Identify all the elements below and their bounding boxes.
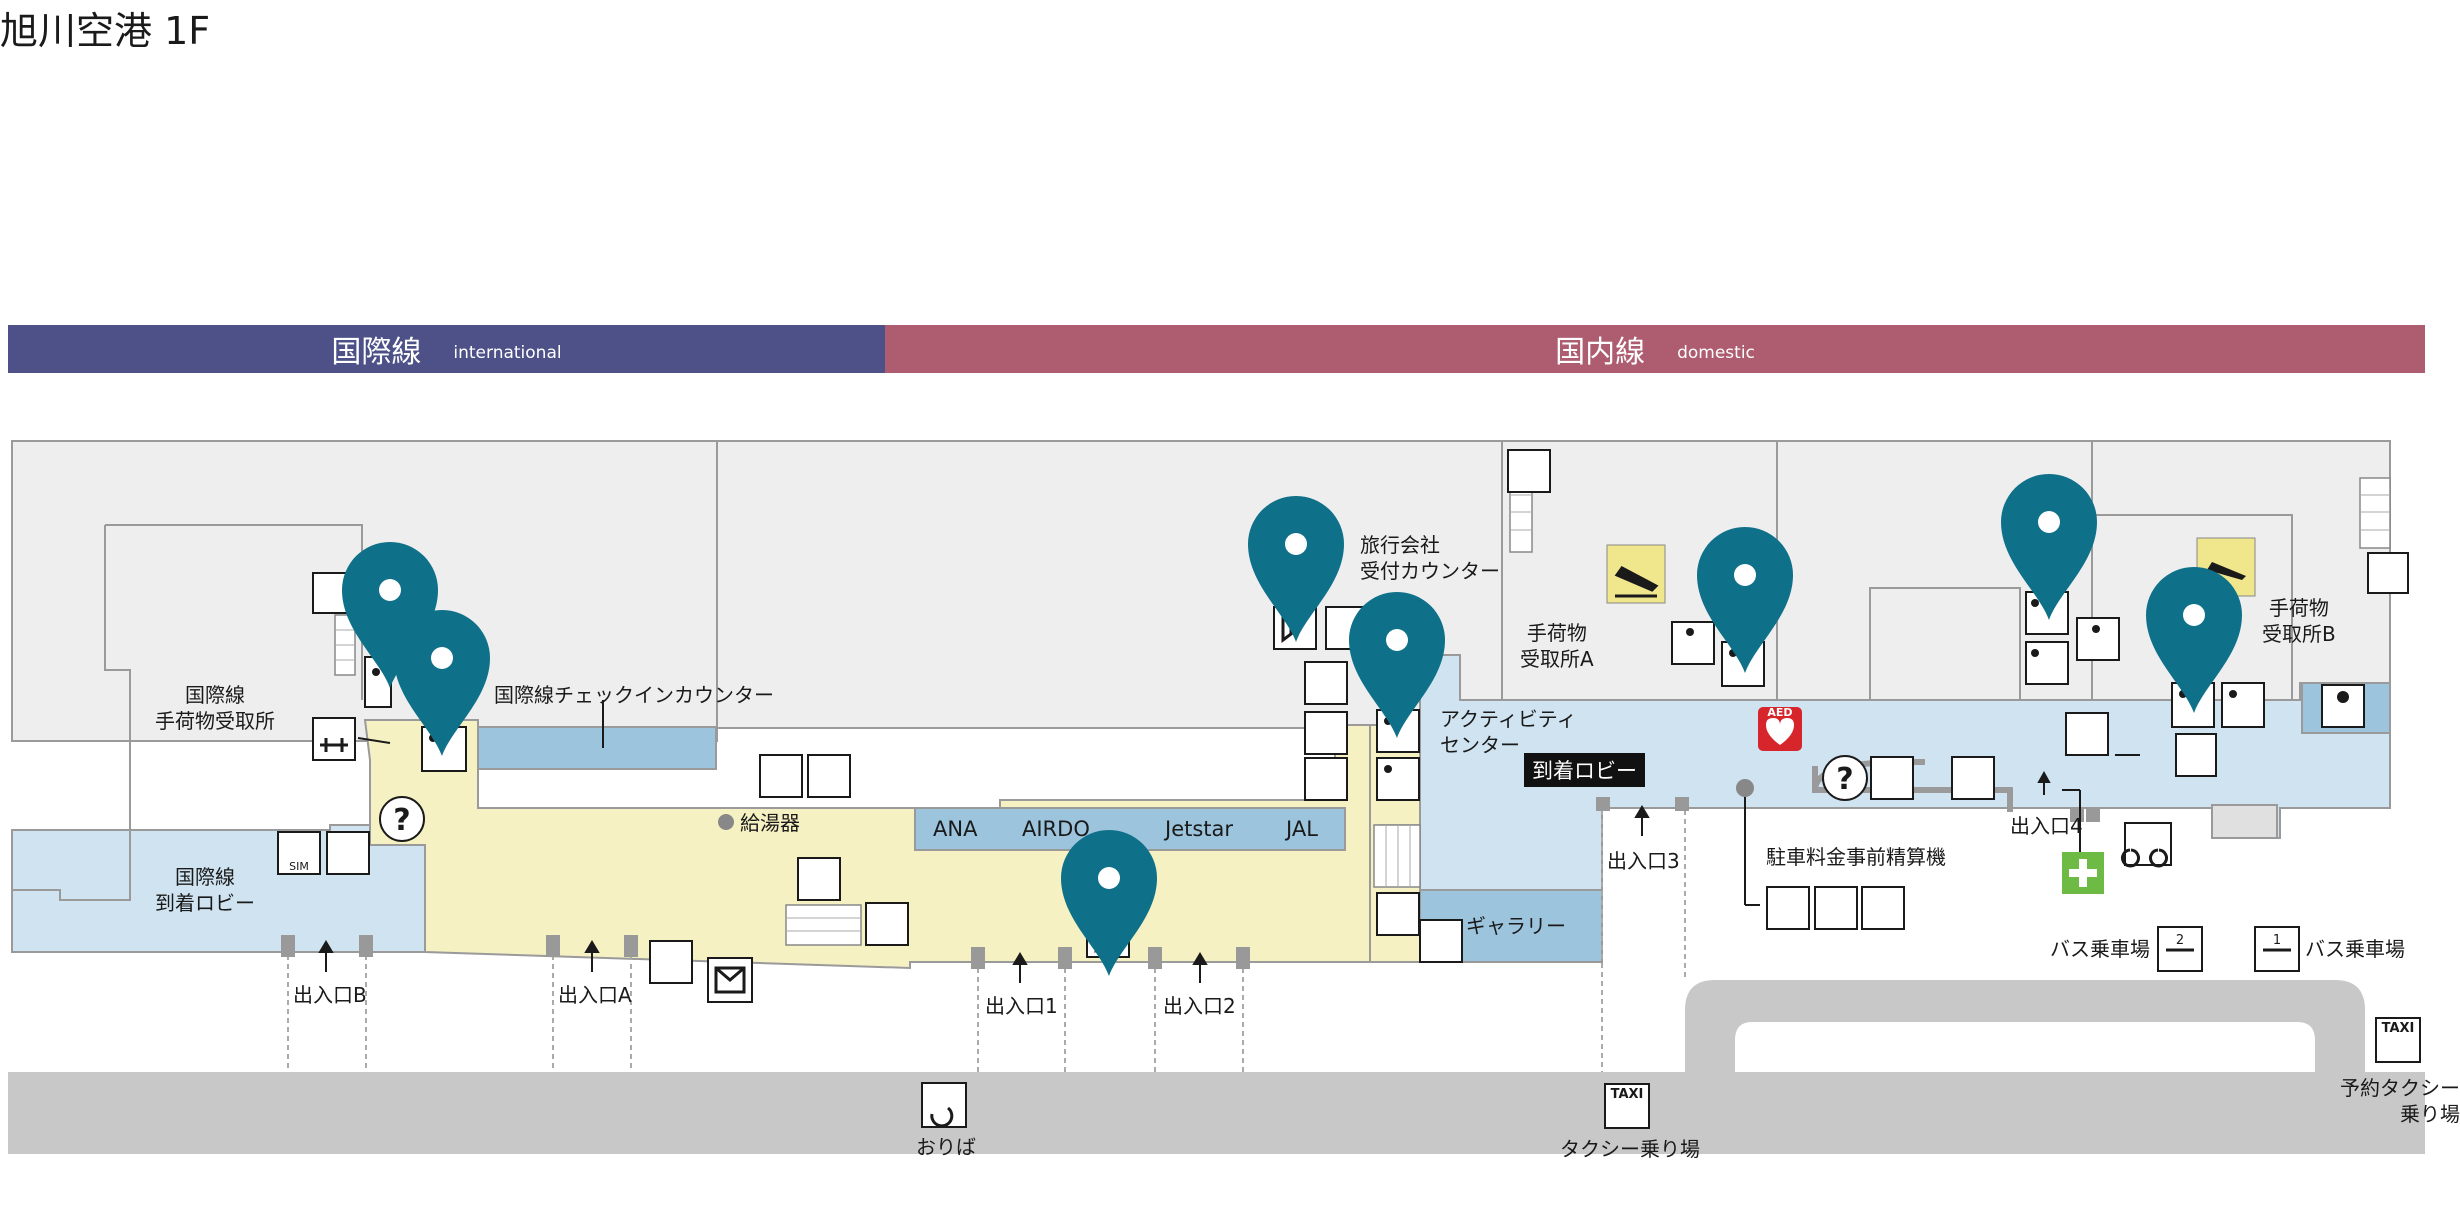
- baby-care-icon: [2065, 712, 2109, 756]
- parking-machine-dot: [1736, 779, 1754, 797]
- currency-icon: [1861, 886, 1905, 930]
- activity-center-label: アクティビティ センター: [1440, 707, 1577, 757]
- gallery-label: ギャラリー: [1466, 914, 1566, 938]
- water-heater-label: 給湯器: [740, 811, 800, 835]
- charging-icon: [1419, 919, 1463, 963]
- bicycle-icon: [2124, 822, 2172, 866]
- smoking-area-icon: [1304, 757, 1348, 801]
- drop-off-label: おりば: [916, 1135, 976, 1159]
- entrance-2-label: 出入口2: [1163, 994, 1236, 1018]
- information-icon: ?: [1822, 755, 1868, 801]
- first-aid-icon: [2062, 852, 2104, 894]
- road: [8, 1072, 2425, 1154]
- information-icon: ?: [379, 796, 425, 842]
- baby-care-icon: [1376, 757, 1420, 801]
- baby-care-icon: [1671, 621, 1715, 665]
- smoking-area-icon: [759, 754, 803, 798]
- smartphone-payment-icon: [1766, 886, 1810, 930]
- parking-ticket-icon: [1814, 886, 1858, 930]
- bus-stop-1-label: バス乗車場: [2305, 937, 2405, 961]
- currency-exchange-icon: [326, 831, 370, 875]
- location-pin-icon[interactable]: [394, 610, 490, 756]
- telephone-icon: [1304, 711, 1348, 755]
- escalator-icon: [865, 902, 909, 946]
- taxi-label: TAXI: [2382, 1021, 2415, 1036]
- airline-counter-ana: ANA: [933, 817, 978, 841]
- location-pin-icon[interactable]: [2001, 474, 2097, 620]
- taxi-label: TAXI: [1611, 1087, 1644, 1102]
- intl-checkin-counter-area: [477, 726, 717, 770]
- elevator-icon: [312, 717, 356, 761]
- location-pin-icon[interactable]: [2146, 567, 2242, 713]
- taxi-stand-label: タクシー乗り場: [1560, 1137, 1700, 1161]
- baby-care-icon: [2076, 617, 2120, 661]
- baggage-claim-a-label: 手荷物 受取所A: [1520, 621, 1594, 671]
- entrance-4-label: 出入口4: [2010, 814, 2083, 838]
- taxi-icon: [2375, 1017, 2421, 1063]
- restroom-icon: [2025, 641, 2069, 685]
- international-label: 国際線: [331, 335, 422, 370]
- domestic-zone-band: 国内線 domestic: [885, 325, 2425, 373]
- location-pin-icon[interactable]: [1248, 496, 1344, 642]
- arrival-flight-icon: [1606, 544, 1666, 604]
- restroom-icon: [2221, 682, 2265, 728]
- bus-stop-2-label: バス乗車場: [2050, 937, 2150, 961]
- wheelchair-icon: [921, 1082, 967, 1128]
- bus-number: 2: [2176, 933, 2184, 948]
- location-pin-icon[interactable]: [1349, 592, 1445, 738]
- lost-found-icon: [1304, 661, 1348, 705]
- airline-counter-airdo: AIRDO: [1022, 817, 1090, 841]
- sim-label: SIM: [289, 860, 309, 873]
- bus-loop-road: [1685, 980, 2365, 1072]
- entrance-a-label: 出入口A: [558, 983, 632, 1007]
- arrival-lobby-badge: 到着ロビー: [1524, 753, 1645, 787]
- reserved-taxi-label: 予約タクシー 乗り場: [2340, 1076, 2460, 1126]
- svg-text:?: ?: [393, 803, 410, 838]
- aed-icon: [1758, 707, 1802, 751]
- aed-label: AED: [1767, 706, 1792, 719]
- international-label-en: international: [453, 343, 562, 363]
- bus-icon: [2157, 926, 2203, 972]
- map-title: 旭川空港 1F: [0, 9, 211, 53]
- domestic-label: 国内線: [1555, 335, 1646, 370]
- location-pin-icon[interactable]: [342, 542, 438, 688]
- lounge-icon: [807, 754, 851, 798]
- massage-chair-icon: [797, 857, 841, 901]
- intl-baggage-label: 国際線 手荷物受取所: [155, 683, 275, 733]
- intl-arrival-label: 国際線 到着ロビー: [155, 865, 255, 915]
- entrance-3-label: 出入口3: [1607, 849, 1680, 873]
- parking-machine-label: 駐車料金事前精算機: [1766, 845, 1946, 869]
- nursing-room-icon: [2175, 733, 2217, 777]
- location-pins: [342, 474, 2242, 976]
- travel-agency-label: 旅行会社 受付カウンター: [1360, 533, 1500, 583]
- location-pin-icon[interactable]: [1061, 830, 1157, 976]
- rental-car-icon: [1951, 756, 1995, 800]
- intl-checkin-label: 国際線チェックインカウンター: [494, 683, 774, 707]
- luggage-icon: [1870, 756, 1914, 800]
- bus-number: 1: [2273, 933, 2281, 948]
- water-heater-dot: [718, 814, 734, 830]
- taxi-icon: [1604, 1083, 1650, 1129]
- escalator-icon: [1376, 892, 1420, 936]
- domestic-label-en: domestic: [1677, 343, 1755, 363]
- location-pin-icon[interactable]: [1697, 527, 1793, 673]
- entrance-b-label: 出入口B: [293, 983, 367, 1007]
- international-zone-band: 国際線 international: [8, 325, 885, 373]
- elevator-icon: [2367, 552, 2409, 594]
- escalator-icon: [1507, 449, 1551, 493]
- airline-counter-jetstar: Jetstar: [1165, 817, 1234, 841]
- sim-icon: [277, 831, 321, 875]
- baggage-claim-b-label: 手荷物 受取所B: [2262, 596, 2336, 646]
- entrance-1-label: 出入口1: [985, 994, 1058, 1018]
- elevator-icon: [649, 940, 693, 984]
- svg-text:?: ?: [1836, 762, 1853, 797]
- airline-counter-jal: JAL: [1286, 817, 1318, 841]
